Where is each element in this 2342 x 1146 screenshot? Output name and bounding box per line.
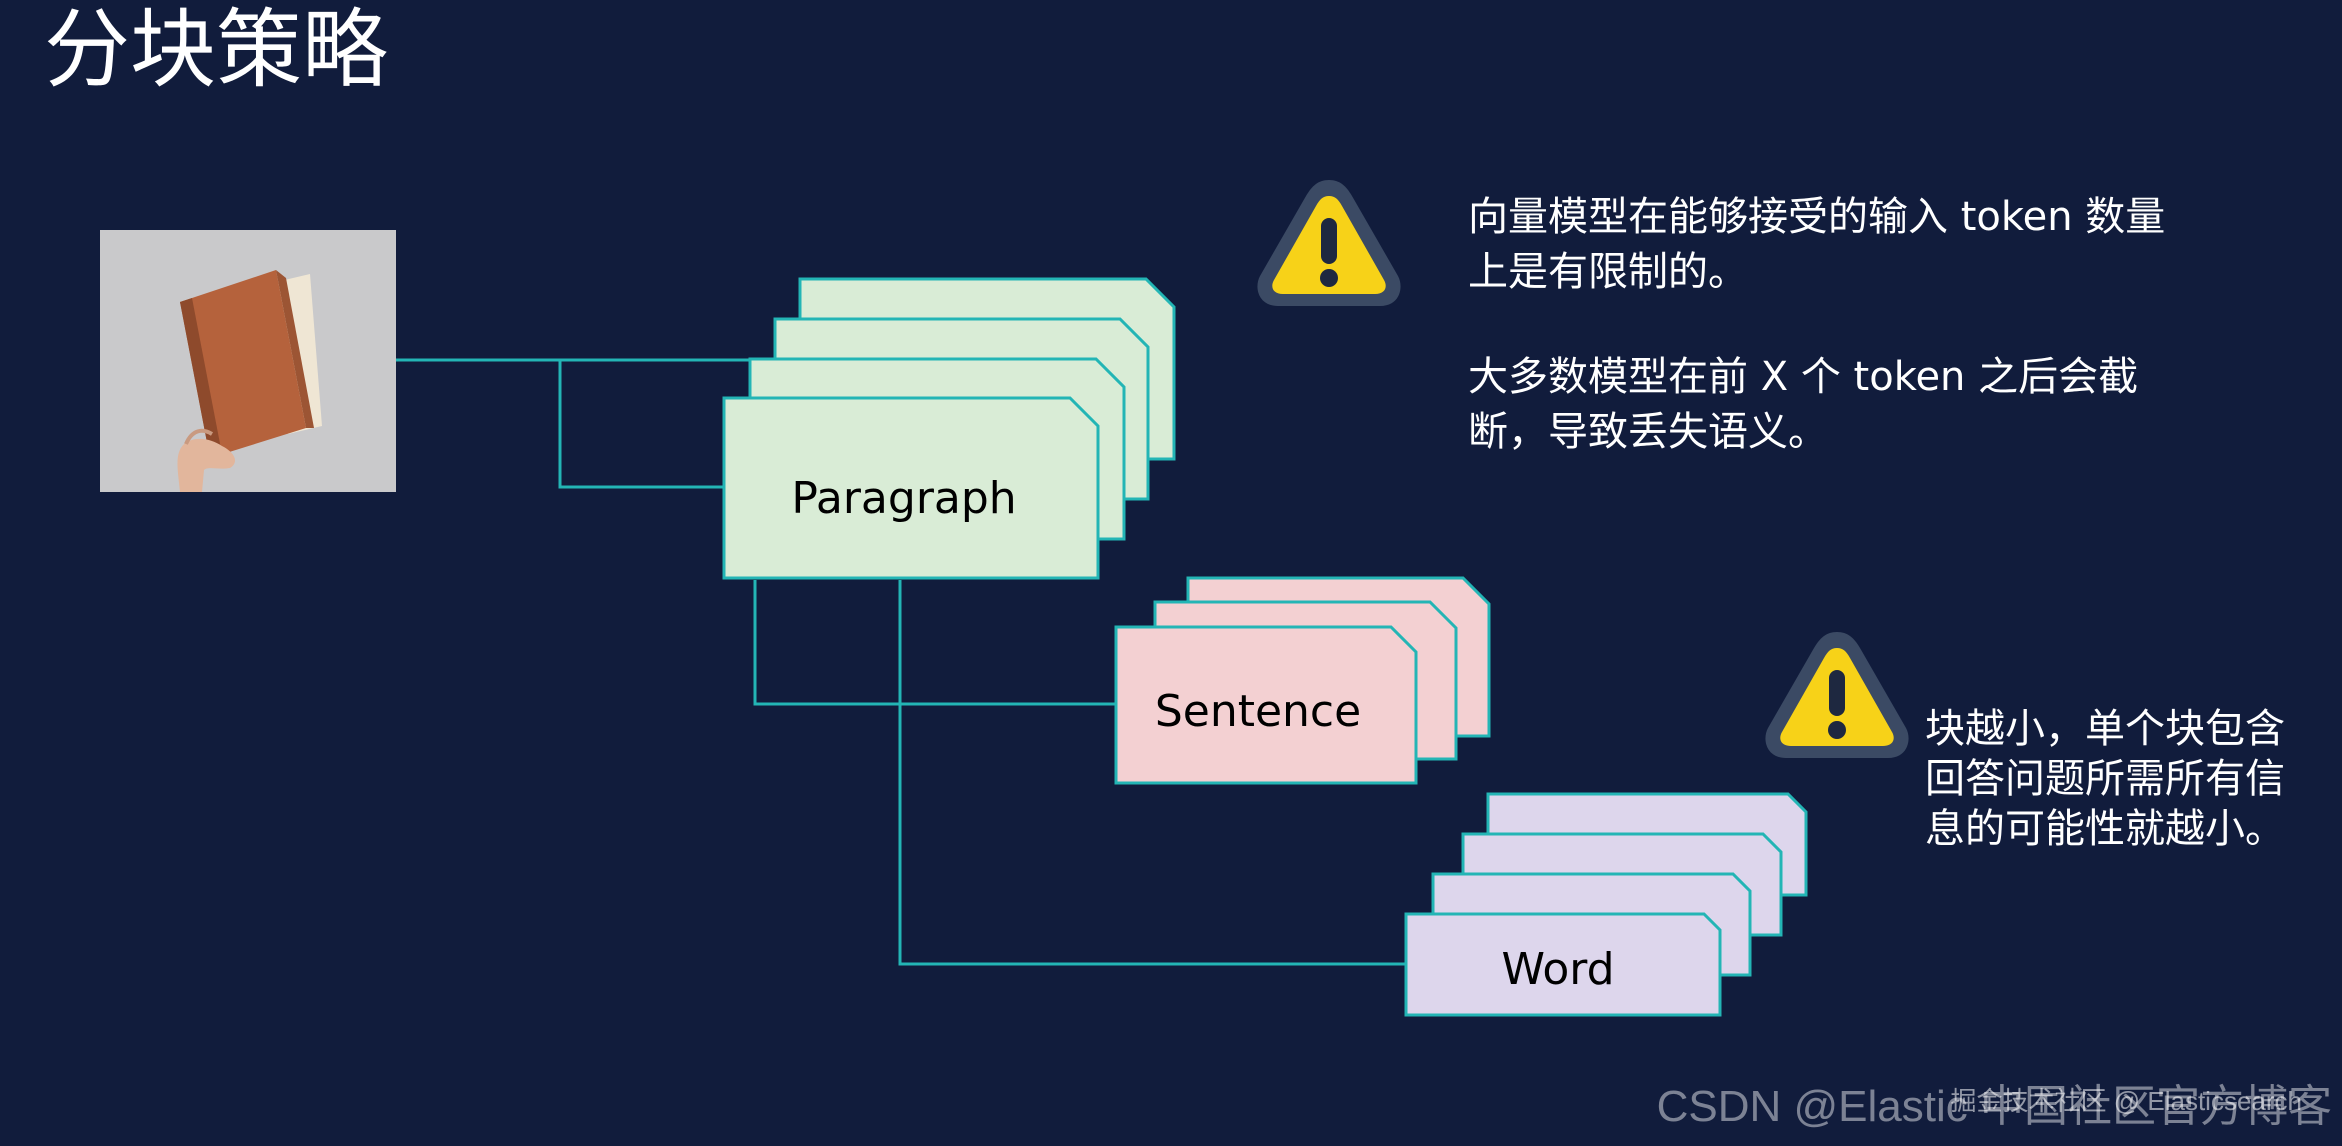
connector-book-to-paragraph-bottom xyxy=(558,360,724,489)
sentence-card-front xyxy=(1114,625,1418,785)
paragraph-label: Paragraph xyxy=(791,473,1016,524)
sentence-stack xyxy=(1114,576,1491,785)
word-card-front xyxy=(1404,912,1722,1017)
chunk-size-note: 块越小，单个块包含 回答问题所需所有信 息的可能性就越小。 xyxy=(1925,704,2305,854)
note-spacer xyxy=(1468,300,2188,350)
note-line: 断，导致丢失语义。 xyxy=(1468,409,1828,455)
note-line: 息的可能性就越小。 xyxy=(1925,806,2285,852)
connectors xyxy=(396,358,1406,966)
watermark: CSDN @Elastic 中国社区官方博客 xyxy=(1656,1082,2332,1131)
sentence-label: Sentence xyxy=(1155,686,1361,737)
note-line: 上是有限制的。 xyxy=(1468,249,1748,295)
connector-paragraph-to-word xyxy=(898,580,1406,966)
word-stack xyxy=(1404,792,1808,1017)
word-label: Word xyxy=(1501,944,1614,995)
note-line: 回答问题所需所有信 xyxy=(1925,756,2285,802)
note-line: 大多数模型在前 X 个 token 之后会截 xyxy=(1468,354,2139,400)
paragraph-card-front xyxy=(722,396,1100,580)
watermark-secondary: 掘金技术社区 @ Elasticsearch xyxy=(1950,1086,2302,1116)
warning-icon xyxy=(1257,180,1401,306)
book-in-hand-icon xyxy=(100,230,396,492)
connector-paragraph-to-sentence xyxy=(753,580,1116,706)
page-title: 分块策略 xyxy=(44,0,388,100)
token-limit-note: 向量模型在能够接受的输入 token 数量 上是有限制的。 大多数模型在前 X … xyxy=(1468,190,2188,460)
note-line: 块越小，单个块包含 xyxy=(1925,706,2285,752)
warning-icon xyxy=(1765,632,1909,758)
note-line: 向量模型在能够接受的输入 token 数量 xyxy=(1468,194,2166,240)
paragraph-stack xyxy=(722,277,1176,580)
